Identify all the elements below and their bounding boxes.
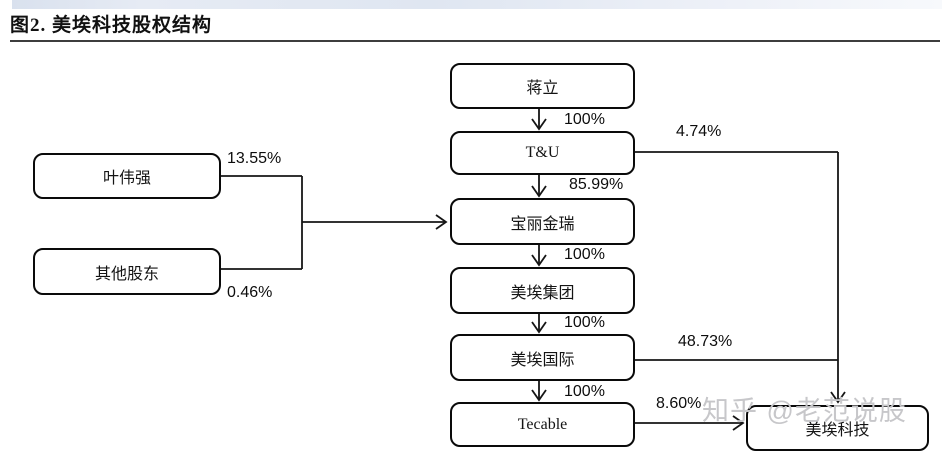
edge-label-intl-tecable: 100% <box>564 383 605 400</box>
figure-title: 图2. 美埃科技股权结构 <box>10 15 213 36</box>
edge-label-jiangli-tu: 100% <box>564 111 605 128</box>
node-baolijinrui: 宝丽金瑞 <box>450 198 635 245</box>
header-bar <box>12 0 942 9</box>
node-tecable-label: Tecable <box>517 415 568 433</box>
node-other-shareholders: 其他股东 <box>33 248 221 295</box>
node-meiai-group: 美埃集团 <box>450 267 635 314</box>
node-tu: T&U <box>450 131 635 175</box>
watermark: 知乎 @老范说股 <box>702 396 907 426</box>
edge-label-intl-tech: 48.73% <box>678 333 733 350</box>
edge-label-tecable-tech: 8.60% <box>656 395 702 412</box>
edge-label-ye-baoli: 13.55% <box>227 150 282 167</box>
node-jiangli: 蒋立 <box>450 63 635 109</box>
node-yeweiqiang-label: 叶伟强 <box>102 170 151 187</box>
node-meiai-intl-label: 美埃国际 <box>510 351 575 369</box>
node-other-shareholders-label: 其他股东 <box>94 265 159 283</box>
edge-label-tu-tech: 4.74% <box>676 123 722 140</box>
node-meiai-tech: 美埃科技 <box>746 405 929 451</box>
node-meiai-intl: 美埃国际 <box>450 334 635 381</box>
node-jiangli-label: 蒋立 <box>526 80 559 97</box>
edge-label-other-baoli: 0.46% <box>227 284 273 301</box>
title-divider <box>10 40 940 42</box>
node-baolijinrui-label: 宝丽金瑞 <box>510 215 575 233</box>
node-tu-label: T&U <box>525 144 560 161</box>
edge-label-tu-baoli: 85.99% <box>569 176 624 193</box>
edge-label-baoli-group: 100% <box>564 246 605 263</box>
node-meiai-group-label: 美埃集团 <box>510 284 575 302</box>
node-yeweiqiang: 叶伟强 <box>33 153 221 199</box>
node-meiai-tech-label: 美埃科技 <box>805 422 870 439</box>
node-tecable: Tecable <box>450 402 635 447</box>
edge-label-group-intl: 100% <box>564 314 605 331</box>
